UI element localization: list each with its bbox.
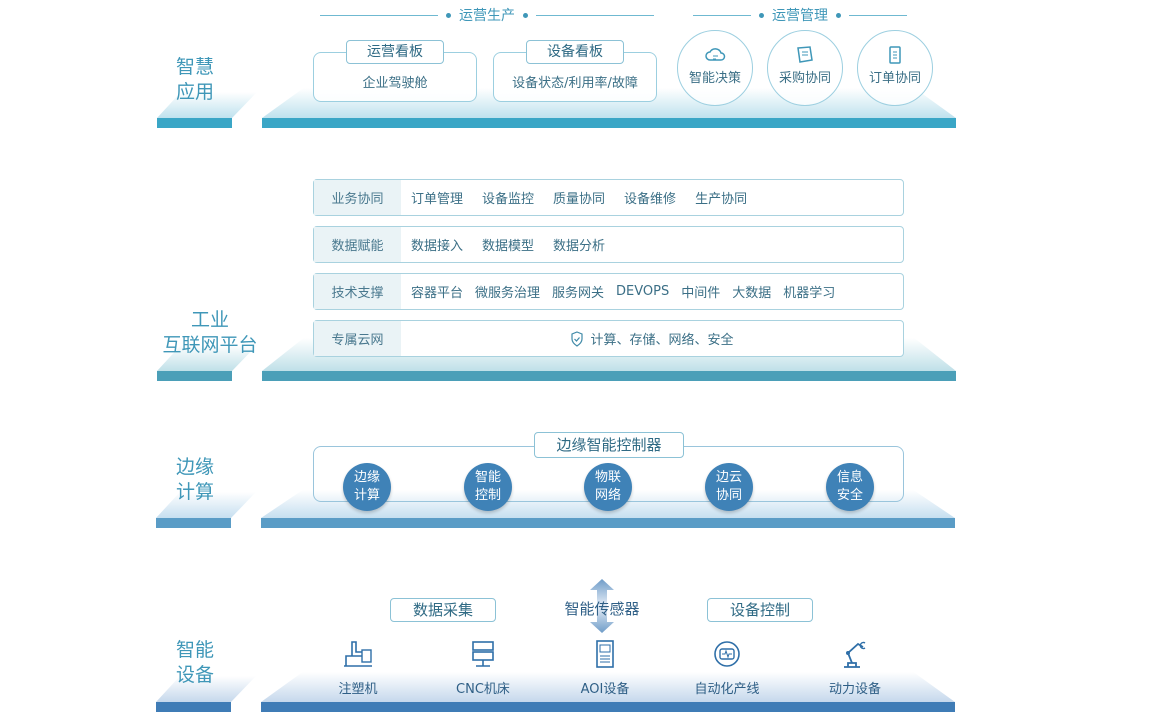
circle-order: 订单协同 (857, 30, 933, 106)
row-item: 数据接入 (411, 239, 464, 254)
layer-label-platform: 工业互联网平台 (152, 308, 268, 358)
circle-decision: 智能决策 (677, 30, 753, 106)
edge-item-line: 智能 (474, 470, 501, 485)
section-header-management: 运营管理 (693, 5, 907, 25)
data-collection-tag: 数据采集 (390, 598, 496, 622)
device-control-tag: 设备控制 (707, 598, 813, 622)
card-tag: 设备看板 (526, 40, 624, 64)
row-head: 业务协同 (314, 180, 401, 215)
edge-item-line: 控制 (474, 488, 501, 503)
row-item: 质量协同 (553, 192, 606, 207)
cloud-icon (705, 48, 726, 61)
edge-item-line: 边云 (715, 470, 742, 485)
layer-label-app: 智慧应用 (157, 55, 233, 105)
row-item: 大数据 (732, 286, 772, 301)
platform-row-data: 数据赋能数据接入 数据模型 数据分析 (313, 226, 904, 263)
row-item: 设备监控 (482, 192, 535, 207)
bidirectional-arrow-icon (590, 579, 614, 633)
row-item: 设备维修 (624, 192, 677, 207)
row-item: DEVOPS (616, 284, 670, 299)
device-item: AOI设备 (555, 638, 655, 697)
edge-item: 信息安全 (826, 463, 874, 511)
clipboard-icon (889, 46, 901, 64)
edge-item-line: 安全 (836, 488, 863, 503)
edge-item-line: 物联 (594, 470, 621, 485)
layer-label-edge: 边缘计算 (157, 455, 233, 505)
edge-item: 智能控制 (464, 463, 512, 511)
device-item: CNC机床 (433, 638, 533, 697)
cnc-icon (472, 641, 494, 667)
device-label: AOI设备 (580, 682, 630, 697)
platform-base (261, 672, 955, 712)
row-item: 生产协同 (695, 192, 748, 207)
device-item: 注塑机 (308, 638, 408, 697)
label-line: 设备 (175, 664, 214, 686)
label-line: 工业 (190, 309, 229, 331)
row-item: 中间件 (681, 286, 721, 301)
platform-row-cloud: 专属云网 计算、存储、网络、安全 (313, 320, 904, 357)
circle-label: 采购协同 (778, 71, 831, 86)
edge-controller-title: 边缘智能控制器 (534, 432, 684, 458)
device-label: 注塑机 (338, 682, 378, 697)
label-line: 互联网平台 (162, 334, 258, 356)
edge-item-line: 计算 (353, 488, 380, 503)
device-label: 动力设备 (828, 682, 881, 697)
row-head: 技术支撑 (314, 274, 401, 309)
device-item: 动力设备 (805, 638, 905, 697)
row-item: 服务网关 (552, 286, 605, 301)
edge-item-line: 边缘 (353, 470, 380, 485)
label-base (156, 492, 256, 528)
row-head: 专属云网 (314, 321, 401, 356)
row-item: 数据分析 (553, 239, 606, 254)
label-line: 智慧 (175, 56, 214, 78)
injection-machine-icon (344, 641, 372, 667)
layer-label-devices: 智能设备 (157, 638, 233, 688)
section-title: 运营生产 (459, 8, 515, 24)
card-tag: 运营看板 (346, 40, 444, 64)
row-item: 数据模型 (482, 239, 535, 254)
robot-arm-icon (844, 641, 866, 668)
label-base (157, 92, 257, 128)
platform-row-business: 业务协同订单管理 设备监控 质量协同 设备维修 生产协同 (313, 179, 904, 216)
row-item: 微服务治理 (475, 286, 541, 301)
card-text: 设备状态/利用率/故障 (512, 76, 638, 91)
circle-procurement: 采购协同 (767, 30, 843, 106)
cloud-text: 计算、存储、网络、安全 (590, 333, 734, 348)
row-item: 订单管理 (411, 192, 464, 207)
document-icon (797, 46, 813, 63)
row-item: 机器学习 (783, 286, 836, 301)
edge-item-line: 信息 (836, 470, 863, 485)
aoi-icon (596, 640, 614, 668)
card-text: 企业驾驶舱 (362, 76, 428, 91)
section-header-production: 运营生产 (320, 5, 654, 25)
edge-item: 边云协同 (705, 463, 753, 511)
edge-item: 物联网络 (584, 463, 632, 511)
label-line: 应用 (175, 81, 214, 103)
label-line: 边缘 (175, 456, 214, 478)
label-line: 计算 (175, 481, 214, 503)
row-item: 容器平台 (411, 286, 464, 301)
device-label: 自动化产线 (694, 682, 760, 697)
platform-row-tech: 技术支撑容器平台微服务治理服务网关 DEVOPS 中间件大数据机器学习 (313, 273, 904, 310)
row-head: 数据赋能 (314, 227, 401, 262)
circle-label: 订单协同 (868, 71, 921, 86)
smart-sensor-label: 智能传感器 (564, 600, 640, 618)
monitor-icon (714, 641, 740, 667)
label-base (157, 345, 257, 381)
circle-label: 智能决策 (688, 71, 741, 86)
label-line: 智能 (175, 639, 214, 661)
label-base (156, 676, 256, 712)
edge-item: 边缘计算 (343, 463, 391, 511)
edge-item-line: 协同 (715, 488, 742, 503)
device-label: CNC机床 (456, 682, 510, 697)
section-title: 运营管理 (772, 8, 828, 24)
edge-item-line: 网络 (594, 488, 621, 503)
device-item: 自动化产线 (677, 638, 777, 697)
shield-check-icon (571, 330, 584, 347)
